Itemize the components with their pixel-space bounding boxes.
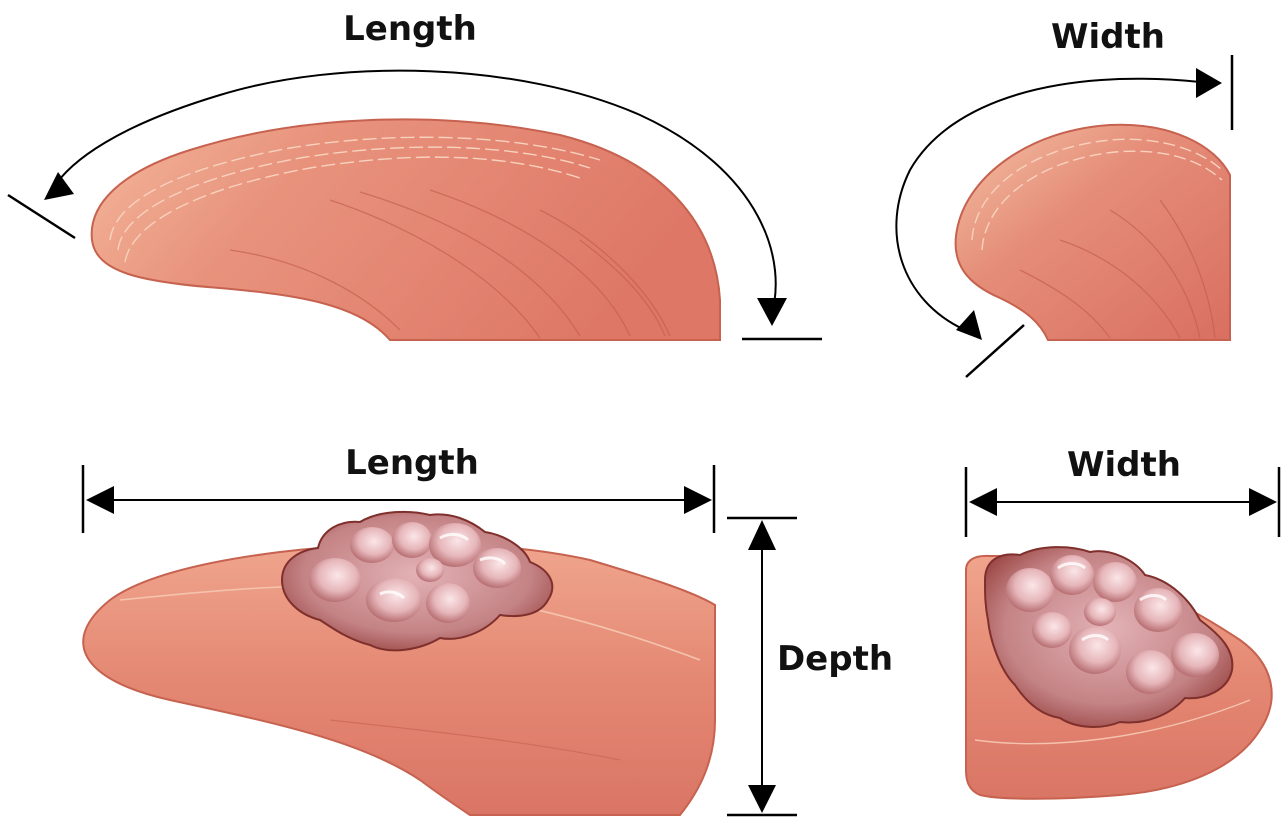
bottom-length-arrowhead-right: [684, 486, 712, 514]
bottom-length-label: Length: [345, 443, 479, 483]
depth-label: Depth: [777, 639, 893, 679]
top-left-tissue: [92, 119, 720, 340]
top-length-arrowhead-right: [757, 298, 787, 326]
top-width-arrowhead-right: [1196, 68, 1222, 98]
bottom-right-panel: Width: [966, 445, 1279, 799]
bottom-length-arrowhead-left: [86, 486, 114, 514]
top-width-arrowhead-left: [956, 310, 982, 340]
depth-arrowhead-top: [748, 520, 776, 550]
top-right-panel: Width: [896, 17, 1232, 377]
bottom-width-arrowhead-left: [969, 488, 997, 516]
top-right-tissue: [956, 125, 1230, 340]
top-length-label: Length: [343, 9, 477, 49]
top-length-arrowhead-left: [44, 172, 74, 200]
bottom-width-arrowhead-right: [1249, 488, 1277, 516]
depth-arrowhead-bottom: [748, 785, 776, 813]
top-width-label: Width: [1051, 17, 1165, 57]
top-left-panel: Length: [8, 9, 822, 340]
bottom-width-label: Width: [1067, 445, 1181, 485]
top-length-tick-left: [8, 195, 75, 238]
bottom-left-panel: Length Depth: [83, 443, 893, 815]
